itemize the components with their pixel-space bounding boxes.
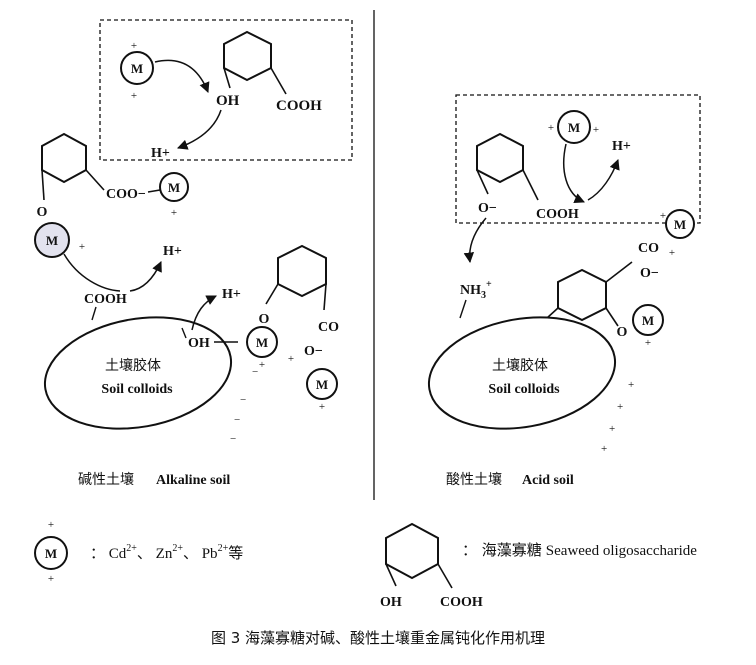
nh3-label: NH3+ xyxy=(460,279,492,301)
colloid-label-en: Soil colloids xyxy=(488,382,560,397)
metal-icon xyxy=(665,209,695,239)
metal-icon xyxy=(306,368,338,400)
metal-label: M xyxy=(168,180,180,195)
oligo-ring-icon xyxy=(223,30,272,82)
metal-label: M xyxy=(256,335,268,350)
metal-icon xyxy=(246,326,278,358)
charge-plus: + xyxy=(48,519,54,531)
h-plus-label: H+ xyxy=(163,244,182,259)
metal-label: M xyxy=(674,217,686,232)
h-plus-label: H+ xyxy=(151,146,170,161)
oh-label: OH xyxy=(216,93,240,109)
charge-plus: + xyxy=(609,423,615,435)
reaction-arrow xyxy=(63,253,121,292)
reaction-arrow xyxy=(587,159,620,201)
charge-plus: + xyxy=(319,401,325,413)
metal-label: M xyxy=(46,233,58,248)
figure-caption: 图 3 海藻寡糖对碱、酸性土壤重金属钝化作用机理 xyxy=(211,629,545,647)
acid-reaction-box xyxy=(455,94,701,224)
metal-label: M xyxy=(642,313,654,328)
metal-label: M xyxy=(568,120,580,135)
oligo-ring-icon xyxy=(277,244,327,298)
charge-plus: + xyxy=(660,210,666,222)
h-plus-label: H+ xyxy=(612,139,631,154)
o-minus-label: O− xyxy=(304,344,323,359)
o-minus-label: O− xyxy=(478,201,497,216)
colloid-label-cn: 土壤胶体 xyxy=(105,357,161,374)
charge-plus: + xyxy=(628,379,634,391)
cooh-label: COOH xyxy=(84,292,127,307)
coo-minus-label: COO− xyxy=(106,187,146,202)
charge-plus: + xyxy=(288,353,294,365)
h-plus-label: H+ xyxy=(222,287,241,302)
metal-icon xyxy=(120,51,154,85)
o-minus-label: O− xyxy=(640,266,659,281)
cooh-label: COOH xyxy=(440,595,483,610)
charge-plus: + xyxy=(617,401,623,413)
charge-plus: + xyxy=(593,124,599,136)
metal-label: M xyxy=(316,377,328,392)
oligo-ring-icon xyxy=(476,132,524,184)
cooh-label: COOH xyxy=(536,207,579,222)
oh-label: OH xyxy=(380,595,402,610)
soil-colloid-ellipse xyxy=(43,316,233,430)
charge-plus: + xyxy=(645,337,651,349)
highlighted-metal-icon xyxy=(34,222,70,258)
charge-plus: + xyxy=(79,241,85,253)
oligo-ring-icon xyxy=(557,268,607,322)
charge-plus: + xyxy=(548,122,554,134)
colloid-label-en: Soil colloids xyxy=(101,382,173,397)
reaction-arrow xyxy=(177,109,222,150)
soil-colloid-ellipse xyxy=(427,316,617,430)
charge-minus: − xyxy=(252,366,258,378)
o-label: O xyxy=(37,205,48,220)
charge-plus: + xyxy=(259,359,265,371)
charge-minus: − xyxy=(234,414,240,426)
reaction-arrow xyxy=(191,295,217,331)
charge-plus: + xyxy=(131,90,137,102)
metal-label: M xyxy=(131,61,143,76)
acid-caption-cn: 酸性土壤 xyxy=(446,471,502,488)
legend-metal-text: ： Cd2+、 Zn2+、 Pb2+等 xyxy=(90,543,243,562)
co-label: CO xyxy=(318,320,339,335)
charge-plus: + xyxy=(601,443,607,455)
acid-caption-en: Acid soil xyxy=(522,473,574,488)
oh-label: OH xyxy=(188,336,210,351)
oligo-ring-icon xyxy=(41,132,87,184)
reaction-arrow xyxy=(129,261,162,292)
reaction-arrow xyxy=(563,143,585,203)
alkaline-reaction-box xyxy=(99,19,353,161)
o-label: O xyxy=(617,325,628,340)
reaction-arrow xyxy=(463,217,487,264)
co-label: CO xyxy=(638,241,659,256)
legend-metal-icon xyxy=(34,536,68,570)
metal-icon xyxy=(632,304,664,336)
charge-plus: + xyxy=(131,40,137,52)
charge-plus: + xyxy=(171,207,177,219)
charge-plus: + xyxy=(669,247,675,259)
charge-plus: + xyxy=(48,573,54,585)
reaction-arrow xyxy=(154,59,210,93)
metal-icon xyxy=(557,110,591,144)
metal-icon xyxy=(159,172,189,202)
alkaline-caption-cn: 碱性土壤 xyxy=(78,471,134,488)
colloid-label-cn: 土壤胶体 xyxy=(492,357,548,374)
charge-minus: − xyxy=(230,433,236,445)
charge-minus: − xyxy=(240,394,246,406)
cooh-label: COOH xyxy=(276,98,322,114)
metal-label: M xyxy=(45,546,57,561)
alkaline-caption-en: Alkaline soil xyxy=(156,473,230,488)
legend-oligo-ring-icon xyxy=(385,522,439,580)
o-label: O xyxy=(259,312,270,327)
